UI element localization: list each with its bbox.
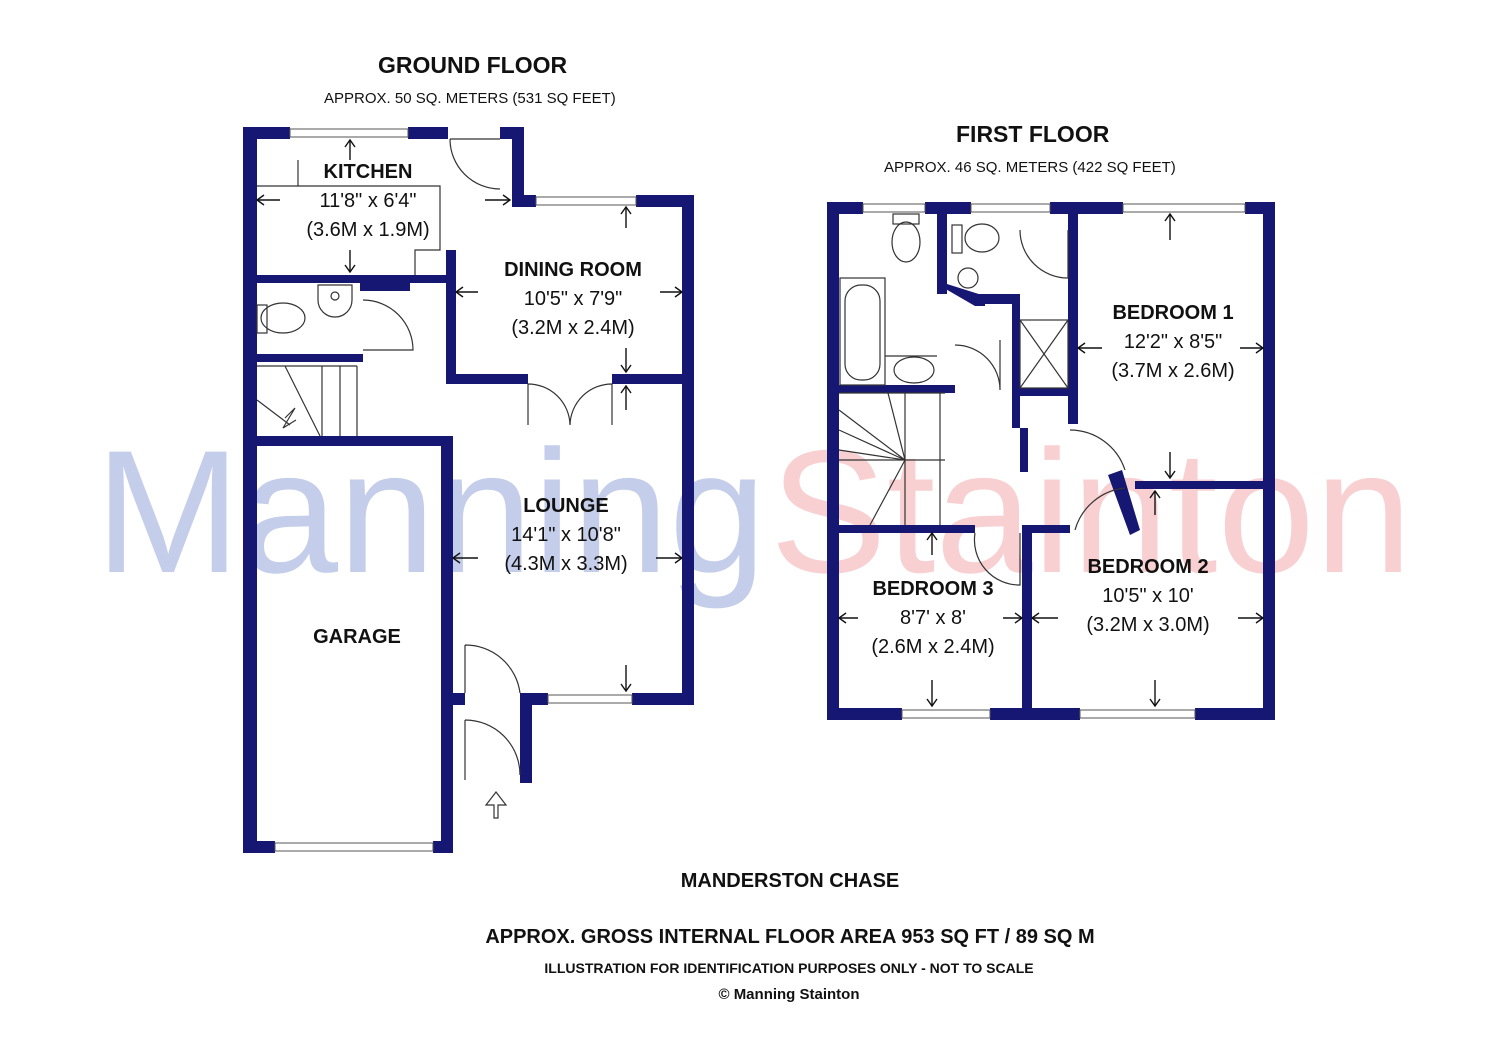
room-size-metric: (2.6M x 2.4M) — [871, 636, 995, 658]
room-bedroom-1: BEDROOM 1 12'2" x 8'5" (3.7M x 2.6M) — [1073, 299, 1273, 386]
ground-floor-dimension-arrows — [255, 138, 684, 693]
room-name: GARAGE — [313, 626, 401, 648]
room-name: BEDROOM 3 — [872, 578, 994, 600]
gross-area-label: APPROX. GROSS INTERNAL FLOOR AREA 953 SQ… — [485, 926, 1095, 948]
room-size-imperial: 10'5" x 7'9" — [523, 288, 623, 310]
ground-floor-walls — [243, 127, 694, 853]
room-dining-room: DINING ROOM 10'5" x 7'9" (3.2M x 2.4M) — [473, 256, 673, 343]
ground-floor-area: APPROX. 50 SQ. METERS (531 SQ FEET) — [324, 90, 616, 107]
copyright-label: © Manning Stainton — [718, 986, 860, 1003]
ground-floor-fixtures — [256, 138, 613, 819]
room-size-metric: (3.2M x 2.4M) — [511, 317, 635, 339]
room-size-imperial: 10'5" x 10' — [1102, 585, 1194, 607]
address-label: MANDERSTON CHASE — [680, 870, 900, 892]
room-name: BEDROOM 2 — [1087, 556, 1209, 578]
first-floor-title: FIRST FLOOR — [956, 121, 1110, 147]
room-size-imperial: 8'7' x 8' — [900, 607, 966, 629]
room-name: DINING ROOM — [504, 259, 642, 281]
room-size-imperial: 11'8" x 6'4" — [319, 190, 417, 212]
room-size-imperial: 14'1" x 10'8" — [511, 524, 621, 546]
room-size-imperial: 12'2" x 8'5" — [1123, 331, 1223, 353]
room-size-metric: (3.6M x 1.9M) — [306, 219, 430, 241]
room-bedroom-3: BEDROOM 3 8'7' x 8' (2.6M x 2.4M) — [833, 575, 1033, 662]
room-bedroom-2: BEDROOM 2 10'5" x 10' (3.2M x 3.0M) — [1048, 553, 1248, 640]
first-floor-dimension-arrows — [837, 212, 1265, 708]
room-lounge: LOUNGE 14'1" x 10'8" (4.3M x 3.3M) — [466, 492, 666, 579]
room-name: LOUNGE — [523, 495, 609, 517]
first-floor-area: APPROX. 46 SQ. METERS (422 SQ FEET) — [884, 159, 1176, 176]
room-size-metric: (3.7M x 2.6M) — [1111, 360, 1235, 382]
room-kitchen: KITCHEN 11'8" x 6'4" (3.6M x 1.9M) — [268, 158, 468, 245]
room-name: KITCHEN — [323, 161, 413, 183]
first-floor-fixtures — [838, 213, 1126, 586]
watermark-manning: Manning — [95, 415, 766, 610]
room-name: BEDROOM 1 — [1112, 302, 1234, 324]
room-size-metric: (3.2M x 3.0M) — [1086, 614, 1210, 636]
room-size-metric: (4.3M x 3.3M) — [504, 553, 628, 575]
ground-floor-title: GROUND FLOOR — [378, 52, 568, 78]
room-garage: GARAGE — [257, 623, 457, 652]
first-floor-walls — [827, 202, 1275, 720]
disclaimer-label: ILLUSTRATION FOR IDENTIFICATION PURPOSES… — [544, 960, 1034, 976]
